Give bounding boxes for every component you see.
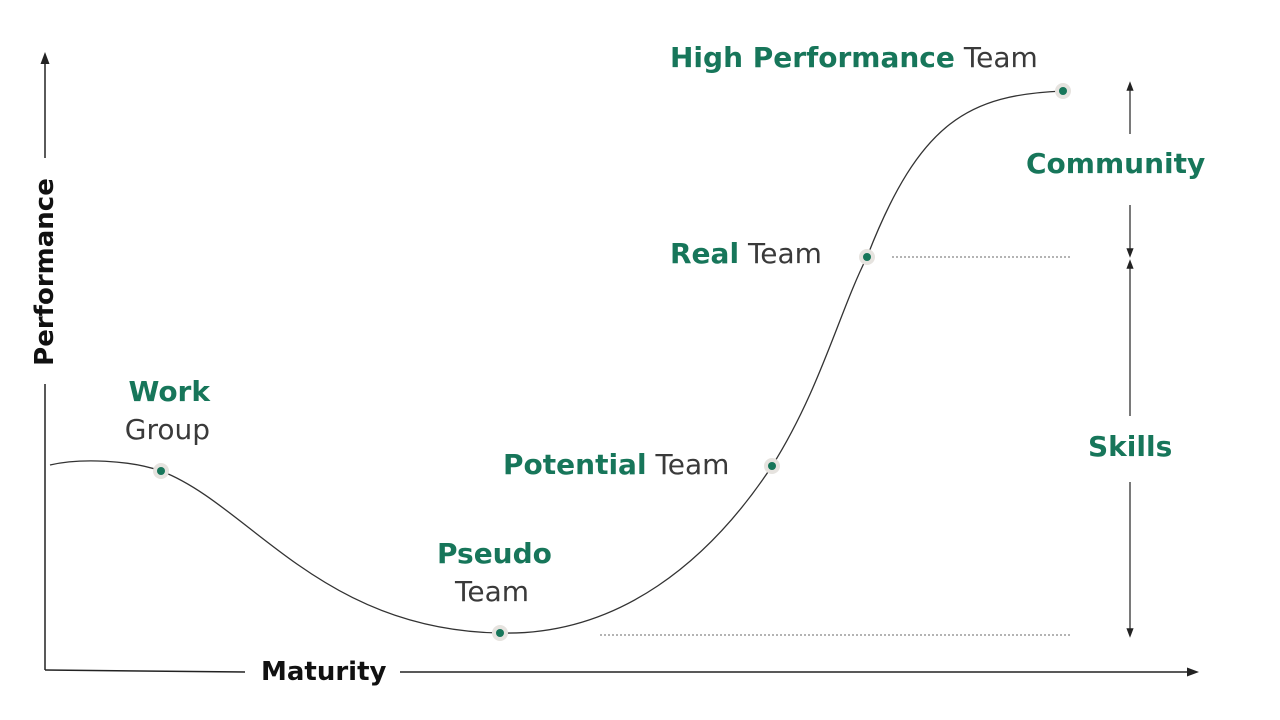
performance-curve xyxy=(49,90,1064,634)
bracket-skills: Skills xyxy=(1088,430,1173,463)
stage-bold: Potential xyxy=(503,448,647,481)
label-potential-team: Potential Team xyxy=(503,451,729,479)
label-work-group: Work Group xyxy=(110,378,210,444)
stage-rest: Team xyxy=(655,448,730,481)
label-real-team: Real Team xyxy=(670,240,822,268)
label-pseudo-team: Pseudo Team xyxy=(437,540,557,606)
marker-real-team xyxy=(859,249,875,265)
stage-rest: Team xyxy=(747,237,822,270)
stage-bold: Work xyxy=(128,375,210,408)
y-axis-label: Performance xyxy=(30,178,60,366)
marker-pseudo-team xyxy=(492,625,508,641)
stage-rest: Team xyxy=(455,575,530,608)
stage-bold: Real xyxy=(670,237,740,270)
x-axis xyxy=(44,669,246,673)
stage-markers xyxy=(153,83,1071,641)
marker-high-performance-team xyxy=(1055,83,1071,99)
stage-bold: High Performance xyxy=(670,41,955,74)
bracket-community: Community xyxy=(1026,147,1206,180)
stage-rest: Group xyxy=(124,413,210,446)
marker-potential-team xyxy=(764,458,780,474)
x-axis-label: Maturity xyxy=(261,657,387,687)
stage-bold: Pseudo xyxy=(437,537,552,570)
stage-rest: Team xyxy=(963,41,1038,74)
marker-work-group xyxy=(153,463,169,479)
label-high-performance-team: High Performance Team xyxy=(670,44,1038,72)
